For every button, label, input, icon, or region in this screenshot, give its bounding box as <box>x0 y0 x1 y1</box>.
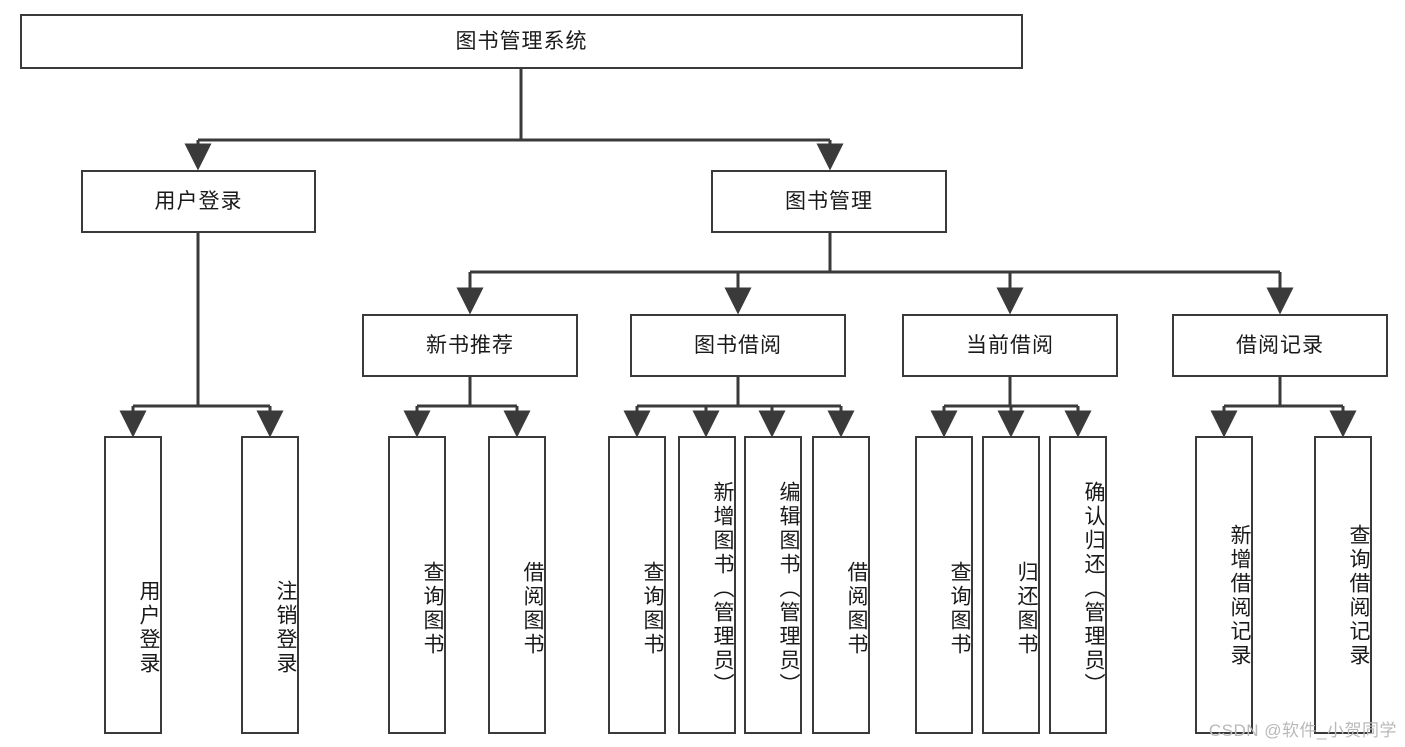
node-leaf-query-book-2-label: 查询图书 <box>641 561 664 657</box>
node-leaf-query-book-2[interactable]: 查询图书 <box>608 436 666 734</box>
node-leaf-add-book-label: 新增图书（管理员） <box>711 481 734 697</box>
node-book-management[interactable]: 图书管理 <box>711 170 947 233</box>
node-root-label: 图书管理系统 <box>455 29 588 53</box>
node-leaf-borrow-book-1[interactable]: 借阅图书 <box>488 436 546 734</box>
node-leaf-query-record-label: 查询借阅记录 <box>1347 524 1370 668</box>
node-leaf-return-book[interactable]: 归还图书 <box>982 436 1040 734</box>
node-book-borrow-label: 图书借阅 <box>694 333 782 357</box>
node-root[interactable]: 图书管理系统 <box>20 14 1023 69</box>
node-new-book-recommend[interactable]: 新书推荐 <box>362 314 578 377</box>
node-current-borrow-label: 当前借阅 <box>966 333 1054 357</box>
node-leaf-borrow-book-1-label: 借阅图书 <box>521 561 544 657</box>
node-leaf-confirm-return-label: 确认归还（管理员） <box>1082 481 1105 697</box>
node-borrow-records[interactable]: 借阅记录 <box>1172 314 1388 377</box>
node-leaf-add-record[interactable]: 新增借阅记录 <box>1195 436 1253 734</box>
node-leaf-user-logout-label: 注销登录 <box>274 580 297 676</box>
node-leaf-user-logout[interactable]: 注销登录 <box>241 436 299 734</box>
node-leaf-query-book-3[interactable]: 查询图书 <box>915 436 973 734</box>
node-current-borrow[interactable]: 当前借阅 <box>902 314 1118 377</box>
node-leaf-edit-book-label: 编辑图书（管理员） <box>777 481 800 697</box>
node-user-login[interactable]: 用户登录 <box>81 170 316 233</box>
node-leaf-query-book-3-label: 查询图书 <box>948 561 971 657</box>
node-leaf-user-login[interactable]: 用户登录 <box>104 436 162 734</box>
node-book-borrow[interactable]: 图书借阅 <box>630 314 846 377</box>
node-book-management-label: 图书管理 <box>785 189 873 213</box>
node-leaf-borrow-book-2-label: 借阅图书 <box>845 561 868 657</box>
node-leaf-query-book-1[interactable]: 查询图书 <box>388 436 446 734</box>
node-user-login-label: 用户登录 <box>154 189 243 213</box>
csdn-watermark: CSDN @软件_小贺同学 <box>1208 721 1397 740</box>
node-leaf-add-book[interactable]: 新增图书（管理员） <box>678 436 736 734</box>
node-new-book-recommend-label: 新书推荐 <box>426 333 514 357</box>
node-leaf-query-book-1-label: 查询图书 <box>421 561 444 657</box>
node-leaf-edit-book[interactable]: 编辑图书（管理员） <box>744 436 802 734</box>
node-leaf-add-record-label: 新增借阅记录 <box>1228 524 1251 668</box>
node-borrow-records-label: 借阅记录 <box>1236 333 1324 357</box>
node-leaf-borrow-book-2[interactable]: 借阅图书 <box>812 436 870 734</box>
node-leaf-confirm-return[interactable]: 确认归还（管理员） <box>1049 436 1107 734</box>
node-leaf-user-login-label: 用户登录 <box>137 580 160 676</box>
node-leaf-return-book-label: 归还图书 <box>1015 561 1038 657</box>
node-leaf-query-record[interactable]: 查询借阅记录 <box>1314 436 1372 734</box>
